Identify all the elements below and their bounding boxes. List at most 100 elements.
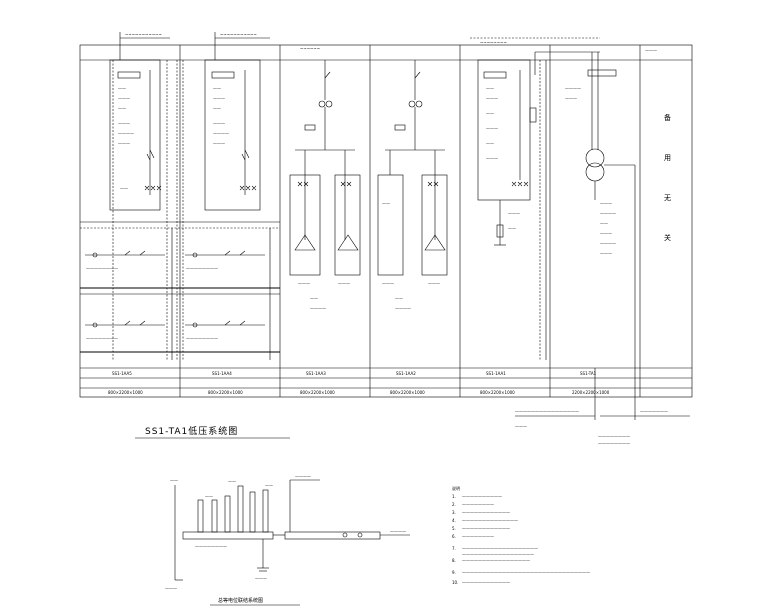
incoming-feeders: ~~~~~~~~~~~ ~~~~~~~~~~~ ~~~~~~ ~~~~~~~~ (119, 32, 600, 150)
svg-text:———: ——— (486, 126, 498, 131)
svg-text:———————: ——————— (640, 409, 668, 414)
svg-text:————: ———— (395, 306, 411, 311)
panel-code-5: SS1-1AA1 (486, 371, 506, 376)
cabinet-column-2: —— ——— —— ——— ———— ——— (176, 59, 261, 360)
svg-text:————————: ———————— (86, 266, 118, 271)
svg-text:————: ———— (600, 241, 616, 246)
svg-text:——: —— (213, 86, 221, 91)
right-column-char-1: 备 (664, 113, 671, 122)
svg-text:———: ——— (213, 96, 225, 101)
svg-text:———: ——— (600, 201, 612, 206)
notes-block: 说明 1. 2. 3. 4. 5. 6. 7. 8. 9. 10. ——————… (452, 485, 590, 585)
svg-text:——: —— (228, 479, 236, 484)
svg-text:———: ——— (118, 141, 130, 146)
motor-feeder-column-3: ——— ——— —— ———— (289, 60, 361, 311)
svg-text:————————————————: ———————————————— (515, 409, 579, 414)
panel-size-4: 800×2200×1000 (390, 390, 425, 395)
svg-text:——: —— (310, 296, 318, 301)
svg-text:——: —— (382, 201, 390, 206)
panel-code-1: SS1-1AA5 (112, 371, 132, 376)
svg-text:———: ——— (213, 121, 225, 126)
panel-code-3: SS1-1AA3 (306, 371, 326, 376)
svg-text:————————: ———————— (195, 544, 227, 549)
svg-text:————: ———— (390, 529, 406, 534)
svg-text:——————————————————————————————: ———————————————————————————————— (462, 570, 590, 575)
svg-text:————————: ———————— (86, 336, 118, 341)
svg-text:————————: ———————— (598, 434, 630, 439)
svg-text:——: —— (118, 86, 126, 91)
transformer-column: ———— ——— ——— ———— —— ——— ———— ——— (565, 69, 636, 420)
svg-text:——: —— (600, 221, 608, 226)
panel-code-2: SS1-1AA4 (212, 371, 232, 376)
svg-text:——: —— (118, 106, 126, 111)
panel-code-row: SS1-1AA5 SS1-1AA4 SS1-1AA3 SS1-1AA2 SS1-… (112, 371, 597, 376)
note-8: 8. (452, 558, 456, 563)
svg-text:———: ——— (382, 281, 394, 286)
svg-text:———: ——— (515, 424, 527, 429)
svg-text:———: ——— (600, 251, 612, 256)
svg-text:——: —— (486, 141, 494, 146)
svg-text:———: ——— (645, 48, 657, 53)
panel-size-row: 800×2200×1000 800×2200×1000 800×2200×100… (108, 390, 610, 395)
right-column-char-2: 用 (664, 154, 671, 162)
note-2: 2. (452, 502, 456, 507)
svg-text:———: ——— (118, 96, 130, 101)
svg-text:~~~~~~: ~~~~~~ (300, 46, 320, 51)
svg-text:———: ——— (165, 586, 177, 591)
svg-text:——: —— (486, 86, 494, 91)
svg-text:————————: ———————— (462, 502, 494, 507)
svg-text:——————————————: —————————————— (462, 518, 518, 523)
bonding-diagram: —— —— —— —— ———— ———————— ———— ——— ——— (165, 474, 410, 591)
note-5: 5. (452, 526, 456, 531)
svg-text:———: ——— (428, 281, 440, 286)
main-frame (79, 44, 693, 398)
svg-text:——: —— (486, 111, 494, 116)
panel-size-6: 2200×2200×1000 (572, 390, 610, 395)
busbar-section-left: ———————— ———————— ———————— ———————— (80, 221, 280, 360)
svg-text:———: ——— (508, 211, 520, 216)
note-10: 10. (452, 580, 458, 585)
panel-code-4: SS1-1AA2 (396, 371, 416, 376)
svg-text:———: ——— (213, 141, 225, 146)
svg-text:———: ——— (118, 121, 130, 126)
panel-size-2: 800×2200×1000 (208, 390, 243, 395)
svg-text:——————————: —————————— (462, 494, 502, 499)
svg-text:——: —— (170, 478, 178, 483)
svg-text:————————————: ———————————— (462, 526, 510, 531)
svg-text:——: —— (213, 106, 221, 111)
svg-text:————————: ———————— (462, 534, 494, 539)
svg-text:————: ———— (118, 131, 134, 136)
panel-size-1: 800×2200×1000 (108, 390, 143, 395)
svg-text:————————: ———————— (598, 441, 630, 446)
incoming-main-column: —— ——— —— ——— —— ——— ——— —— (477, 59, 547, 360)
svg-text:~~~~~~~~: ~~~~~~~~ (480, 40, 507, 45)
svg-text:————: ———— (600, 211, 616, 216)
svg-text:——: —— (120, 186, 128, 191)
note-9: 9. (452, 570, 456, 575)
svg-text:———: ——— (600, 231, 612, 236)
svg-text:———————————————————: ——————————————————— (462, 546, 538, 551)
svg-text:————: ———— (295, 474, 311, 479)
note-4: 4. (452, 518, 456, 523)
note-7: 7. (452, 546, 456, 551)
svg-text:———: ——— (255, 576, 267, 581)
svg-text:———: ——— (486, 96, 498, 101)
below-frame-leaders: ———————————————— ——————— ———————— ——————… (515, 409, 690, 446)
note-6: 6. (452, 534, 456, 539)
svg-text:————: ———— (565, 86, 581, 91)
svg-text:———: ——— (486, 156, 498, 161)
svg-text:————————: ———————— (186, 266, 218, 271)
panel-size-3: 800×2200×1000 (300, 390, 335, 395)
svg-text:——: —— (205, 494, 213, 499)
svg-text:——: —— (265, 483, 273, 488)
notes-header: 说明 (452, 485, 460, 491)
svg-text:————: ———— (310, 306, 326, 311)
svg-text:———: ——— (298, 281, 310, 286)
svg-text:————————: ———————— (186, 336, 218, 341)
bonding-diagram-title: 总等电位联结系统图 (218, 597, 263, 604)
svg-text:————————————: ———————————— (462, 580, 510, 585)
svg-text:~~~~~~~~~~~: ~~~~~~~~~~~ (220, 32, 257, 37)
svg-text:———: ——— (565, 96, 577, 101)
svg-text:——————————————————: —————————————————— (462, 552, 534, 557)
